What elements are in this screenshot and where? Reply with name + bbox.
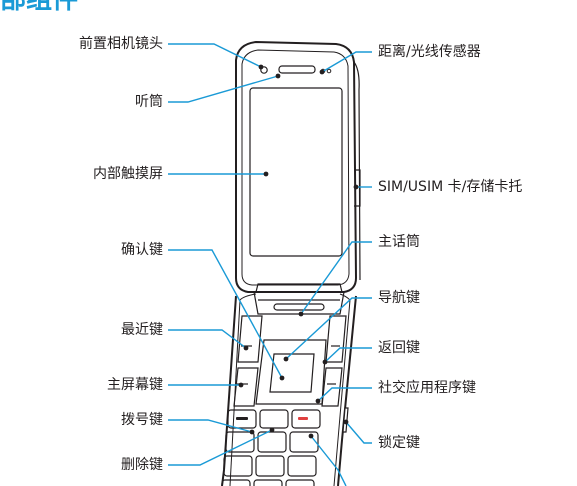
label-earpiece: 听筒 bbox=[135, 94, 163, 110]
sim-tray bbox=[354, 169, 361, 207]
label-front-camera: 前置相机镜头 bbox=[79, 36, 163, 52]
section-title-fragment: 部组件 bbox=[0, 0, 79, 15]
label-lock-key: 锁定键 bbox=[378, 435, 420, 451]
label-dial-key: 拨号键 bbox=[121, 412, 163, 428]
label-back-key: 返回键 bbox=[378, 340, 420, 356]
label-microphone: 主话筒 bbox=[378, 234, 420, 250]
call-key-row bbox=[227, 409, 321, 429]
phone-upper-body bbox=[235, 40, 361, 293]
label-recent-key: 最近键 bbox=[121, 322, 163, 338]
label-inner-touchscreen: 内部触摸屏 bbox=[93, 166, 163, 182]
front-camera bbox=[260, 66, 268, 74]
hinge bbox=[253, 283, 345, 315]
call-key-glyphs bbox=[236, 417, 308, 420]
label-nav-key: 导航键 bbox=[378, 290, 420, 306]
leader-lines-left bbox=[168, 43, 283, 466]
label-proximity-sensor: 距离/光线传感器 bbox=[378, 44, 481, 60]
right-soft-keys bbox=[321, 315, 347, 407]
label-sim-tray: SIM/USIM 卡/存储卡托 bbox=[378, 179, 523, 195]
light-sensor bbox=[326, 68, 332, 74]
earpiece-slot bbox=[278, 65, 316, 74]
leader-lines-right bbox=[285, 51, 372, 486]
leader-dots-right bbox=[283, 69, 359, 439]
label-home-key: 主屏幕键 bbox=[107, 377, 163, 393]
leader-dots-left bbox=[238, 64, 285, 435]
label-ok-key: 确认键 bbox=[121, 242, 163, 258]
numeric-keypad bbox=[221, 431, 319, 486]
label-delete-key: 删除键 bbox=[121, 457, 163, 473]
label-social-app-key: 社交应用程序键 bbox=[378, 380, 476, 396]
